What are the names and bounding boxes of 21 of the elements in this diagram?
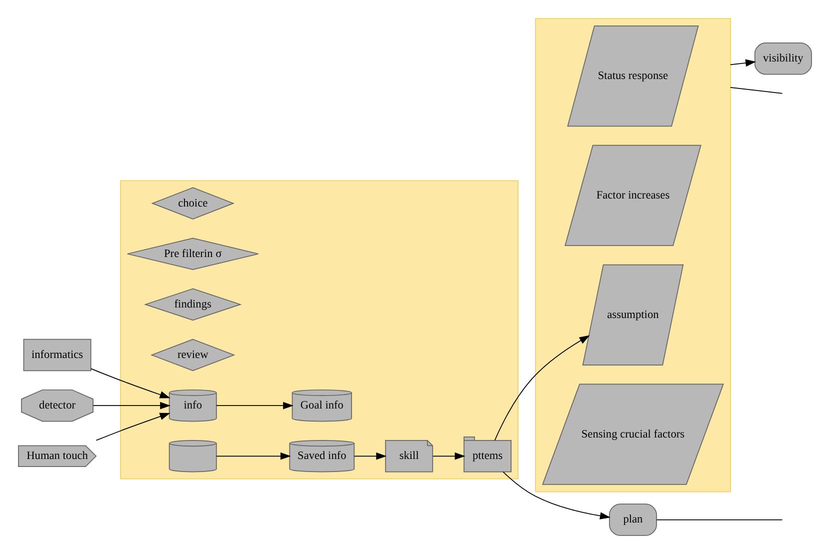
- arrow: [353, 452, 386, 460]
- node-diamond: Pre filterin σ: [126, 238, 258, 270]
- connector: [730, 86, 782, 94]
- cluster: [120, 180, 518, 480]
- arrow: [95, 412, 170, 441]
- connector: [656, 519, 782, 520]
- arrow: [90, 368, 170, 398]
- node-box: plan: [608, 504, 656, 536]
- arrow: [92, 402, 170, 410]
- arrow: [730, 59, 756, 67]
- node-diamond: review: [150, 338, 235, 372]
- arrow: [216, 452, 290, 460]
- arrow: [432, 452, 465, 460]
- node-box: informatics: [22, 338, 91, 372]
- arrow: [494, 335, 590, 441]
- arrow: [216, 402, 294, 410]
- arrow: [502, 471, 610, 520]
- cluster: [534, 18, 730, 492]
- node-diamond: findings: [143, 288, 242, 321]
- node-box: visibility: [754, 42, 812, 75]
- node-diamond: choice: [150, 187, 234, 220]
